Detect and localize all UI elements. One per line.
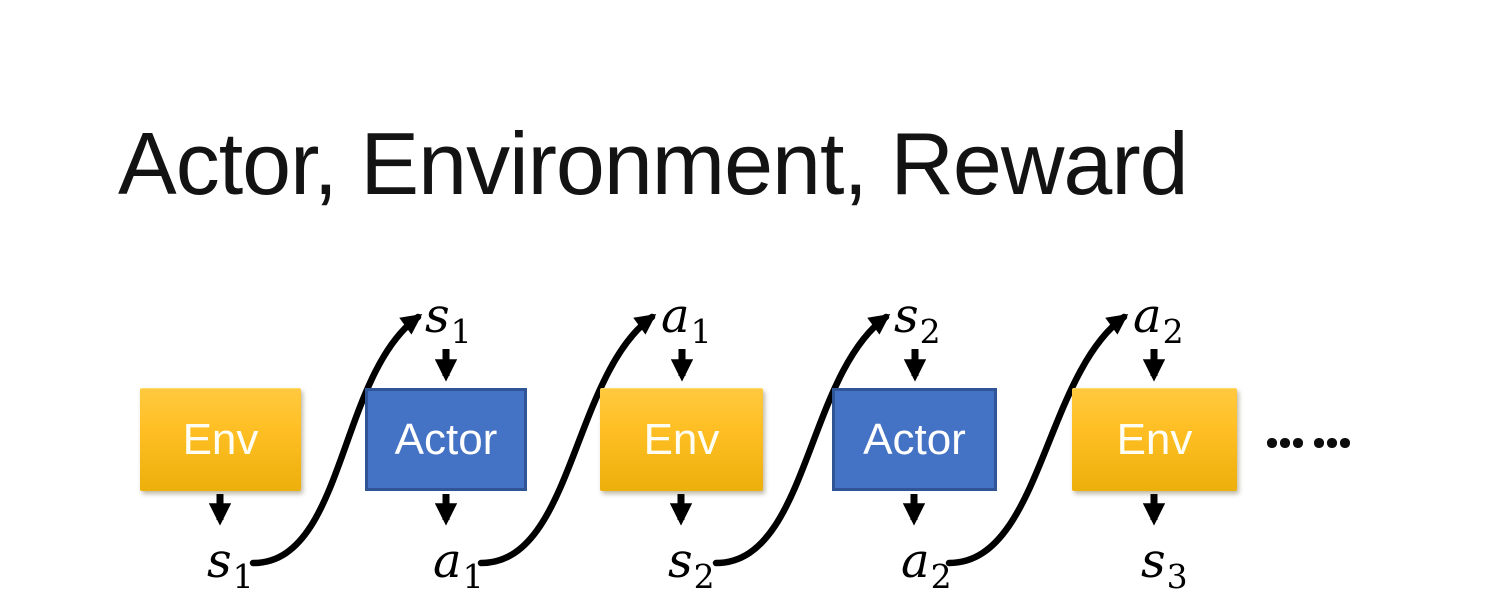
label-s1-top: s1 [425,292,472,348]
ellipsis-dot [1280,438,1290,448]
env-box-2-label: Env [643,415,720,464]
label-s1-bottom-base: s [207,533,232,589]
label-a2-top-base: a [1133,288,1162,344]
ellipsis-dot [1314,438,1324,448]
label-s2-top-sub: 2 [919,312,941,351]
actor-box-1: Actor [365,388,527,491]
label-a1-top: a1 [661,292,712,348]
label-s2-bottom: s2 [668,537,715,593]
label-a2-top-sub: 2 [1162,312,1184,351]
env-box-1: Env [140,388,301,491]
label-a2-bottom-base: a [901,533,930,589]
label-a2-bottom: a2 [901,537,952,593]
label-a2-bottom-sub: 2 [930,557,952,596]
label-s3-bottom: s3 [1141,537,1188,593]
env-box-1-label: Env [182,415,259,464]
label-a1-bottom: a1 [433,537,484,593]
actor-box-1-label: Actor [394,414,498,464]
ellipsis-dot [1327,438,1337,448]
env-box-3-label: Env [1116,415,1193,464]
ellipsis-dot [1267,438,1277,448]
ellipsis-dot [1293,438,1303,448]
label-s2-top-base: s [894,288,919,344]
env-box-3: Env [1072,388,1237,491]
ellipsis-dot [1340,438,1350,448]
label-s2-bottom-base: s [668,533,693,589]
label-s1-bottom: s1 [207,537,254,593]
label-s2-bottom-sub: 2 [693,557,715,596]
actor-box-2-label: Actor [863,414,966,464]
label-s3-bottom-base: s [1141,533,1166,589]
label-s1-top-base: s [425,288,450,344]
ellipsis-dots [1267,438,1350,448]
label-a1-bottom-base: a [433,533,462,589]
label-s3-bottom-sub: 3 [1166,557,1188,596]
actor-box-2: Actor [832,388,997,491]
label-s1-top-sub: 1 [450,312,472,351]
label-a1-top-base: a [661,288,690,344]
env-box-2: Env [600,388,763,491]
label-a1-top-sub: 1 [690,312,712,351]
label-a1-bottom-sub: 1 [462,557,484,596]
slide-title: Actor, Environment, Reward [118,114,1189,213]
label-s2-top: s2 [894,292,941,348]
label-s1-bottom-sub: 1 [232,557,254,596]
label-a2-top: a2 [1133,292,1184,348]
